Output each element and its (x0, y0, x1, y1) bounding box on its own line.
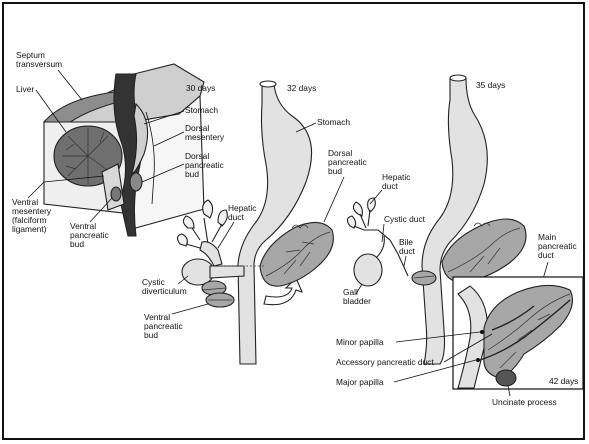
dorsal-bud-30 (130, 173, 142, 191)
label-gall-bladder-2: bladder (343, 296, 371, 306)
esophagus-opening-32 (260, 81, 276, 87)
label-main-duct-3: duct (538, 250, 555, 260)
label-cystic-diverticulum-2: diverticulum (142, 286, 187, 296)
label-42-days: 42 days (549, 376, 578, 386)
minor-papilla-dot (480, 330, 484, 334)
label-dorsal-mesentery-2: mesentery (185, 132, 225, 142)
label-hepatic-duct-32-2: duct (228, 212, 245, 222)
label-uncinate-process: Uncinate process (492, 397, 557, 407)
label-ventral-bud-32-3: bud (144, 330, 158, 340)
label-cystic-duct: Cystic duct (384, 214, 426, 224)
label-ventral-mesentery-4: ligament) (12, 224, 47, 234)
gut-tube-32 (238, 84, 312, 364)
label-32-days: 32 days (287, 83, 316, 93)
esophagus-opening-35 (450, 75, 466, 81)
cystic-duct-35 (376, 236, 384, 258)
label-35-days: 35 days (476, 80, 505, 90)
label-liver: Liver (16, 84, 34, 94)
label-accessory-duct: Accessory pancreatic duct (336, 357, 434, 367)
ventral-bud-32 (202, 281, 234, 307)
major-papilla-dot (476, 358, 480, 362)
ventral-bud-30 (111, 187, 121, 201)
label-ventral-bud-30-3: bud (70, 239, 84, 249)
label-major-papilla: Major papilla (336, 377, 384, 387)
pancreas-development-diagram: Septum transversum Liver 30 days Stomach… (4, 4, 587, 442)
uncinate-process-42 (496, 370, 516, 386)
bile-stalk-32 (210, 266, 244, 278)
slide-frame: Septum transversum Liver 30 days Stomach… (2, 2, 585, 440)
label-stomach-30: Stomach (185, 105, 218, 115)
label-dorsal-bud-32-3: bud (328, 166, 342, 176)
gall-bladder-35 (354, 254, 382, 286)
label-minor-papilla: Minor papilla (336, 337, 384, 347)
label-30-days: 30 days (186, 83, 215, 93)
label-stomach-32: Stomach (317, 117, 350, 127)
block-30-days (44, 64, 204, 236)
label-bile-duct-2: duct (399, 246, 416, 256)
label-septum-2: transversum (16, 59, 62, 69)
label-hepatic-duct-35-2: duct (382, 181, 399, 191)
label-dorsal-bud-30-3: bud (185, 169, 199, 179)
